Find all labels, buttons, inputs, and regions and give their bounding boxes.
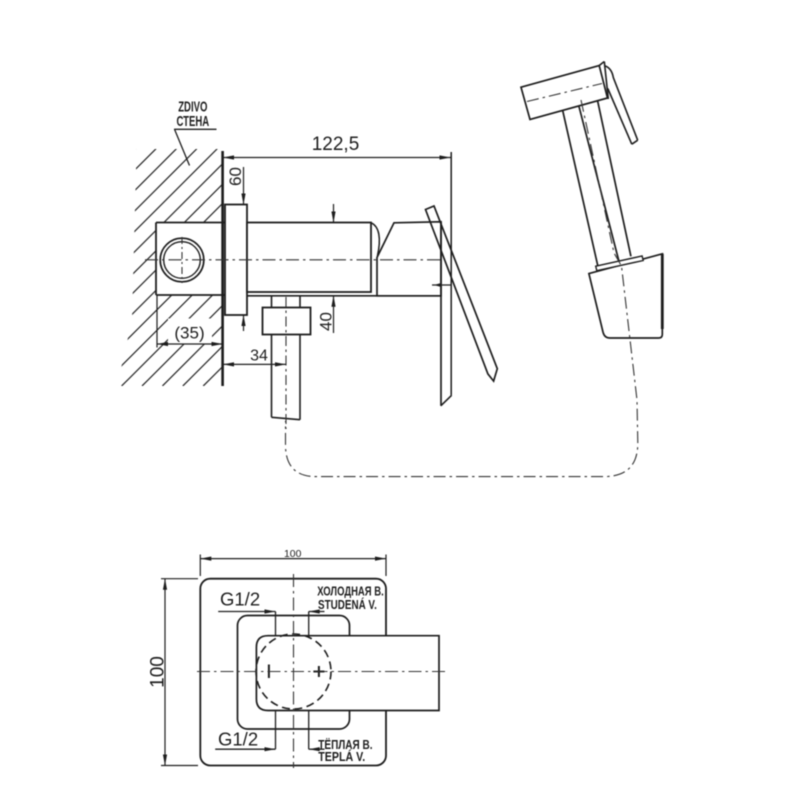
- svg-text:G1/2: G1/2: [220, 589, 260, 610]
- svg-text:G1/2: G1/2: [218, 729, 258, 750]
- svg-text:40: 40: [317, 312, 336, 331]
- svg-text:STUDENÁ V.: STUDENÁ V.: [318, 598, 377, 613]
- svg-text:122,5: 122,5: [312, 134, 360, 155]
- svg-text:100: 100: [148, 656, 169, 688]
- svg-text:60: 60: [226, 167, 245, 186]
- svg-text:ZDIVO: ZDIVO: [178, 99, 208, 116]
- svg-text:ТЁПЛАЯ В.: ТЁПЛАЯ В.: [318, 738, 372, 753]
- svg-text:TEPLÁ V.: TEPLÁ V.: [318, 748, 365, 764]
- svg-text:(35): (35): [174, 324, 204, 343]
- svg-text:СТЕНА: СТЕНА: [176, 113, 209, 130]
- svg-text:34: 34: [250, 348, 268, 365]
- svg-text:100: 100: [284, 549, 302, 560]
- svg-text:ХОЛОДНАЯ В.: ХОЛОДНАЯ В.: [317, 585, 384, 599]
